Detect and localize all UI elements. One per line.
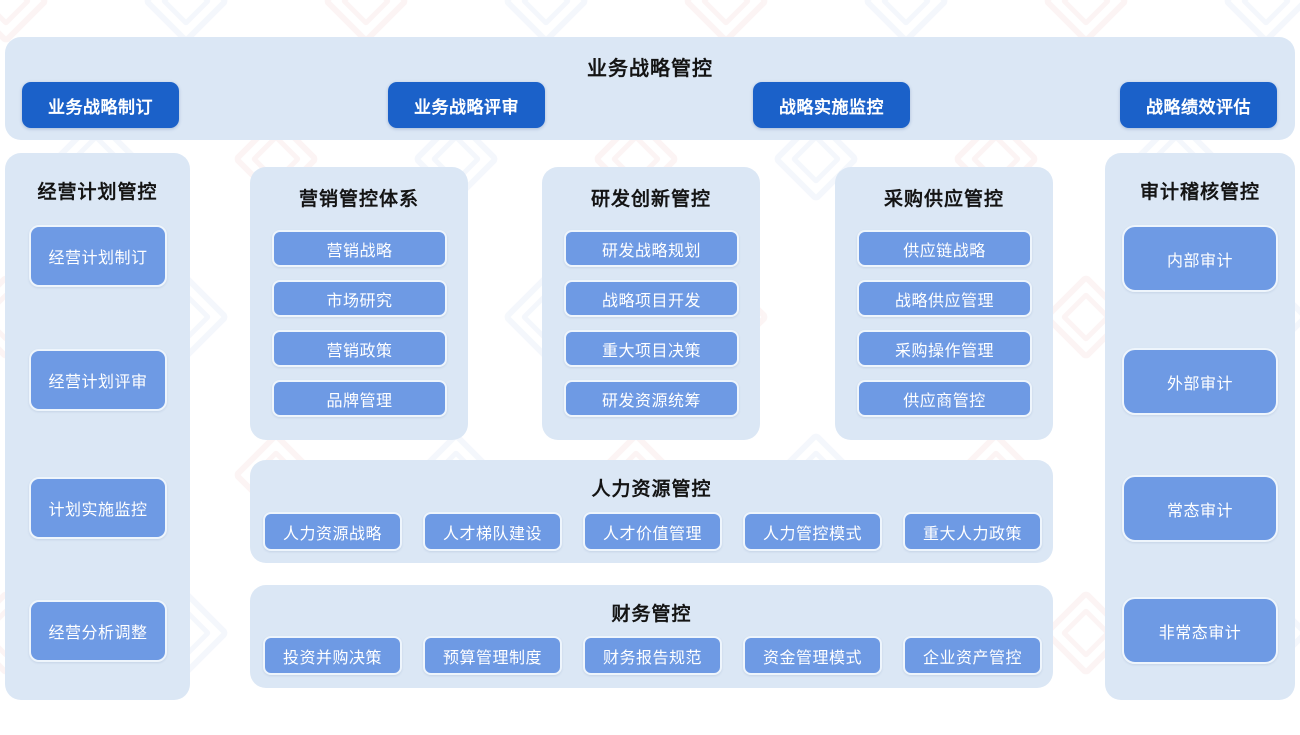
button-hr-control-model[interactable]: 人力管控模式 — [743, 512, 882, 551]
button-strategic-project-development[interactable]: 战略项目开发 — [564, 280, 739, 317]
panel-title-business-strategy: 业务战略管控 — [587, 58, 713, 80]
button-financial-reporting-standard[interactable]: 财务报告规范 — [583, 636, 722, 675]
button-business-strategy-review[interactable]: 业务战略评审 — [388, 82, 545, 128]
button-corporate-asset-control[interactable]: 企业资产管控 — [903, 636, 1042, 675]
panel-title-human-resources: 人力资源管控 — [591, 479, 712, 500]
button-major-project-decision[interactable]: 重大项目决策 — [564, 330, 739, 367]
button-routine-audit[interactable]: 常态审计 — [1122, 475, 1278, 542]
button-marketing-policy[interactable]: 营销政策 — [272, 330, 447, 367]
button-plan-monitoring[interactable]: 计划实施监控 — [29, 477, 167, 539]
panel-title-marketing: 营销管控体系 — [298, 189, 419, 210]
button-investment-ma-decision[interactable]: 投资并购决策 — [263, 636, 402, 675]
button-talent-pipeline[interactable]: 人才梯队建设 — [423, 512, 562, 551]
panel-rnd-innovation: 研发创新管控 研发战略规划 战略项目开发 重大项目决策 研发资源统筹 — [542, 167, 760, 440]
button-market-research[interactable]: 市场研究 — [272, 280, 447, 317]
button-budget-management-system[interactable]: 预算管理制度 — [423, 636, 562, 675]
panel-marketing: 营销管控体系 营销战略 市场研究 营销政策 品牌管理 — [250, 167, 468, 440]
button-external-audit[interactable]: 外部审计 — [1122, 348, 1278, 415]
button-business-strategy-formulation[interactable]: 业务战略制订 — [22, 82, 179, 128]
button-fund-management-model[interactable]: 资金管理模式 — [743, 636, 882, 675]
panel-audit-inspection: 审计稽核管控 内部审计 外部审计 常态审计 非常态审计 — [1105, 153, 1295, 700]
panel-title-procurement-supply: 采购供应管控 — [883, 189, 1004, 210]
button-brand-management[interactable]: 品牌管理 — [272, 380, 447, 417]
button-talent-value-management[interactable]: 人才价值管理 — [583, 512, 722, 551]
button-procurement-operation-management[interactable]: 采购操作管理 — [857, 330, 1032, 367]
button-supply-chain-strategy[interactable]: 供应链战略 — [857, 230, 1032, 267]
panel-title-rnd-innovation: 研发创新管控 — [590, 189, 711, 210]
button-non-routine-audit[interactable]: 非常态审计 — [1122, 597, 1278, 664]
button-internal-audit[interactable]: 内部审计 — [1122, 225, 1278, 292]
button-hr-strategy[interactable]: 人力资源战略 — [263, 512, 402, 551]
panel-title-audit-inspection: 审计稽核管控 — [1139, 182, 1260, 203]
panel-operating-plan: 经营计划管控 经营计划制订 经营计划评审 计划实施监控 经营分析调整 — [5, 153, 190, 700]
button-strategic-supply-management[interactable]: 战略供应管理 — [857, 280, 1032, 317]
button-major-hr-policy[interactable]: 重大人力政策 — [903, 512, 1042, 551]
button-strategy-implementation-monitoring[interactable]: 战略实施监控 — [753, 82, 910, 128]
panel-business-strategy: 业务战略管控 业务战略制订 业务战略评审 战略实施监控 战略绩效评估 — [5, 37, 1295, 140]
panel-title-finance: 财务管控 — [611, 604, 692, 625]
button-plan-review[interactable]: 经营计划评审 — [29, 349, 167, 411]
button-plan-formulation[interactable]: 经营计划制订 — [29, 225, 167, 287]
button-analysis-adjustment[interactable]: 经营分析调整 — [29, 600, 167, 662]
panel-title-operating-plan: 经营计划管控 — [37, 182, 158, 203]
panel-finance: 财务管控 投资并购决策 预算管理制度 财务报告规范 资金管理模式 企业资产管控 — [250, 585, 1053, 688]
button-rnd-strategy-planning[interactable]: 研发战略规划 — [564, 230, 739, 267]
panel-human-resources: 人力资源管控 人力资源战略 人才梯队建设 人才价值管理 人力管控模式 重大人力政… — [250, 460, 1053, 563]
button-marketing-strategy[interactable]: 营销战略 — [272, 230, 447, 267]
button-supplier-control[interactable]: 供应商管控 — [857, 380, 1032, 417]
button-strategy-performance-evaluation[interactable]: 战略绩效评估 — [1120, 82, 1277, 128]
panel-procurement-supply: 采购供应管控 供应链战略 战略供应管理 采购操作管理 供应商管控 — [835, 167, 1053, 440]
button-rnd-resource-coordination[interactable]: 研发资源统筹 — [564, 380, 739, 417]
